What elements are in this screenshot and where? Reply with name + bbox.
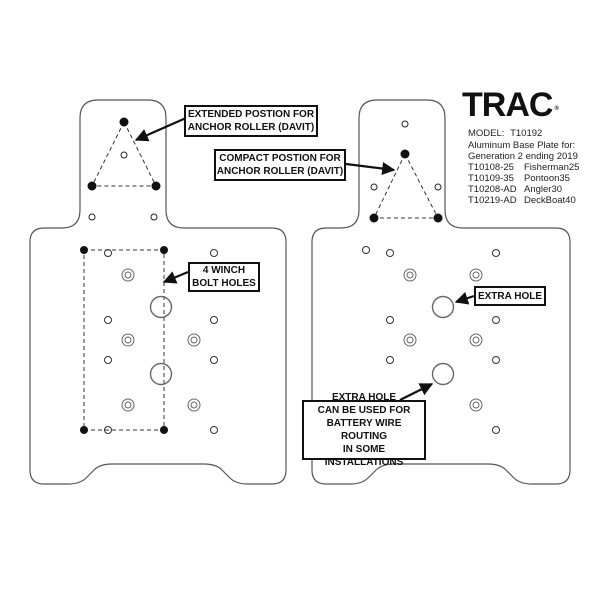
small-hole: [492, 356, 500, 364]
logo-text: TRAC: [462, 86, 553, 124]
davit-hole: [87, 181, 97, 191]
countersunk-hole: [403, 268, 417, 282]
davit-hole: [400, 149, 410, 159]
small-hole: [210, 356, 218, 364]
small-hole: [370, 183, 378, 191]
countersunk-hole: [121, 268, 135, 282]
davit-hole: [433, 213, 443, 223]
countersunk-hole: [469, 398, 483, 412]
callout-line: CAN BE USED FOR: [317, 405, 411, 416]
winch-bolt-hole: [160, 246, 168, 254]
trademark-symbol: ®: [554, 106, 559, 112]
countersunk-hole: [121, 333, 135, 347]
small-hole: [362, 246, 370, 254]
davit-hole: [369, 213, 379, 223]
small-hole: [434, 183, 442, 191]
callout-extra-hole: EXTRA HOLE: [474, 286, 546, 306]
countersunk-hole: [469, 333, 483, 347]
description-line-1: Aluminum Base Plate for:: [468, 140, 576, 151]
compat-part-3: T10208-AD: [468, 184, 517, 195]
arrow-extra-hole-note: [399, 383, 434, 401]
extended-davit-triangle: [91, 120, 157, 187]
large-hole: [149, 295, 173, 319]
large-hole: [431, 295, 455, 319]
countersunk-hole: [469, 268, 483, 282]
small-hole: [104, 356, 112, 364]
small-hole: [386, 249, 394, 257]
small-hole: [88, 213, 96, 221]
small-hole: [210, 249, 218, 257]
small-hole: [120, 151, 128, 159]
model-label: MODEL:: [468, 128, 505, 139]
countersunk-hole: [121, 398, 135, 412]
callout-line: IN SOME INSTALLATIONS: [324, 444, 404, 468]
small-hole: [150, 213, 158, 221]
right-plate: [311, 99, 571, 485]
countersunk-hole: [187, 398, 201, 412]
small-hole: [386, 356, 394, 364]
winch-bolt-hole: [80, 426, 88, 434]
arrow-extended: [134, 116, 187, 142]
callout-line: COMPACT POSTION FOR: [219, 153, 341, 164]
small-hole: [104, 249, 112, 257]
small-hole: [492, 249, 500, 257]
left-plate: [29, 99, 287, 485]
winch-bolt-rectangle: [83, 249, 165, 431]
description-line-2: Generation 2 ending 2019: [468, 151, 578, 162]
small-hole: [386, 316, 394, 324]
countersunk-hole: [187, 333, 201, 347]
callout-line: EXTRA HOLE: [331, 392, 397, 403]
countersunk-hole: [403, 333, 417, 347]
callout-winch-bolt-holes: 4 WINCH BOLT HOLES: [188, 262, 260, 292]
small-hole: [492, 426, 500, 434]
brand-logo: TRAC®: [462, 86, 559, 124]
arrow-extra-hole: [454, 291, 475, 305]
winch-bolt-hole: [160, 426, 168, 434]
compat-part-4: T10219-AD: [468, 195, 517, 206]
callout-line: EXTENDED POSTION FOR: [187, 109, 315, 120]
left-plate-outline: [29, 99, 287, 485]
callout-extended-position: EXTENDED POSTION FOR ANCHOR ROLLER (DAVI…: [184, 105, 318, 137]
compact-davit-triangle: [373, 152, 439, 219]
small-hole: [492, 316, 500, 324]
callout-line: 4 WINCH: [202, 265, 246, 276]
arrow-compact: [345, 161, 396, 176]
compat-part-2: T10109-35: [468, 173, 514, 184]
large-hole: [431, 362, 455, 386]
right-plate-outline: [311, 99, 571, 485]
large-hole: [149, 362, 173, 386]
model-line: MODEL: T10192: [468, 128, 542, 139]
davit-hole: [119, 117, 129, 127]
winch-bolt-hole: [80, 246, 88, 254]
compat-name-1: Fisherman25: [524, 162, 580, 173]
callout-extra-hole-note: EXTRA HOLE CAN BE USED FOR BATTERY WIRE …: [302, 392, 426, 468]
arrow-winch: [162, 270, 189, 284]
callout-line: BOLT HOLES: [192, 278, 256, 289]
small-hole: [210, 426, 218, 434]
callout-line: EXTRA HOLE: [477, 290, 543, 302]
compat-name-4: DeckBoat40: [524, 195, 576, 206]
small-hole: [104, 426, 112, 434]
compat-part-1: T10108-25: [468, 162, 514, 173]
callout-line: ANCHOR ROLLER (DAVIT): [187, 122, 315, 133]
callout-line: BATTERY WIRE ROUTING: [326, 418, 402, 442]
callout-compact-position: COMPACT POSTION FOR ANCHOR ROLLER (DAVIT…: [214, 149, 346, 181]
small-hole: [210, 316, 218, 324]
model-number: T10192: [510, 128, 543, 139]
davit-hole: [151, 181, 161, 191]
small-hole: [401, 120, 409, 128]
compat-name-2: Pontoon35: [524, 173, 570, 184]
compat-name-3: Angler30: [524, 184, 563, 195]
small-hole: [104, 316, 112, 324]
callout-line: ANCHOR ROLLER (DAVIT): [216, 166, 344, 177]
